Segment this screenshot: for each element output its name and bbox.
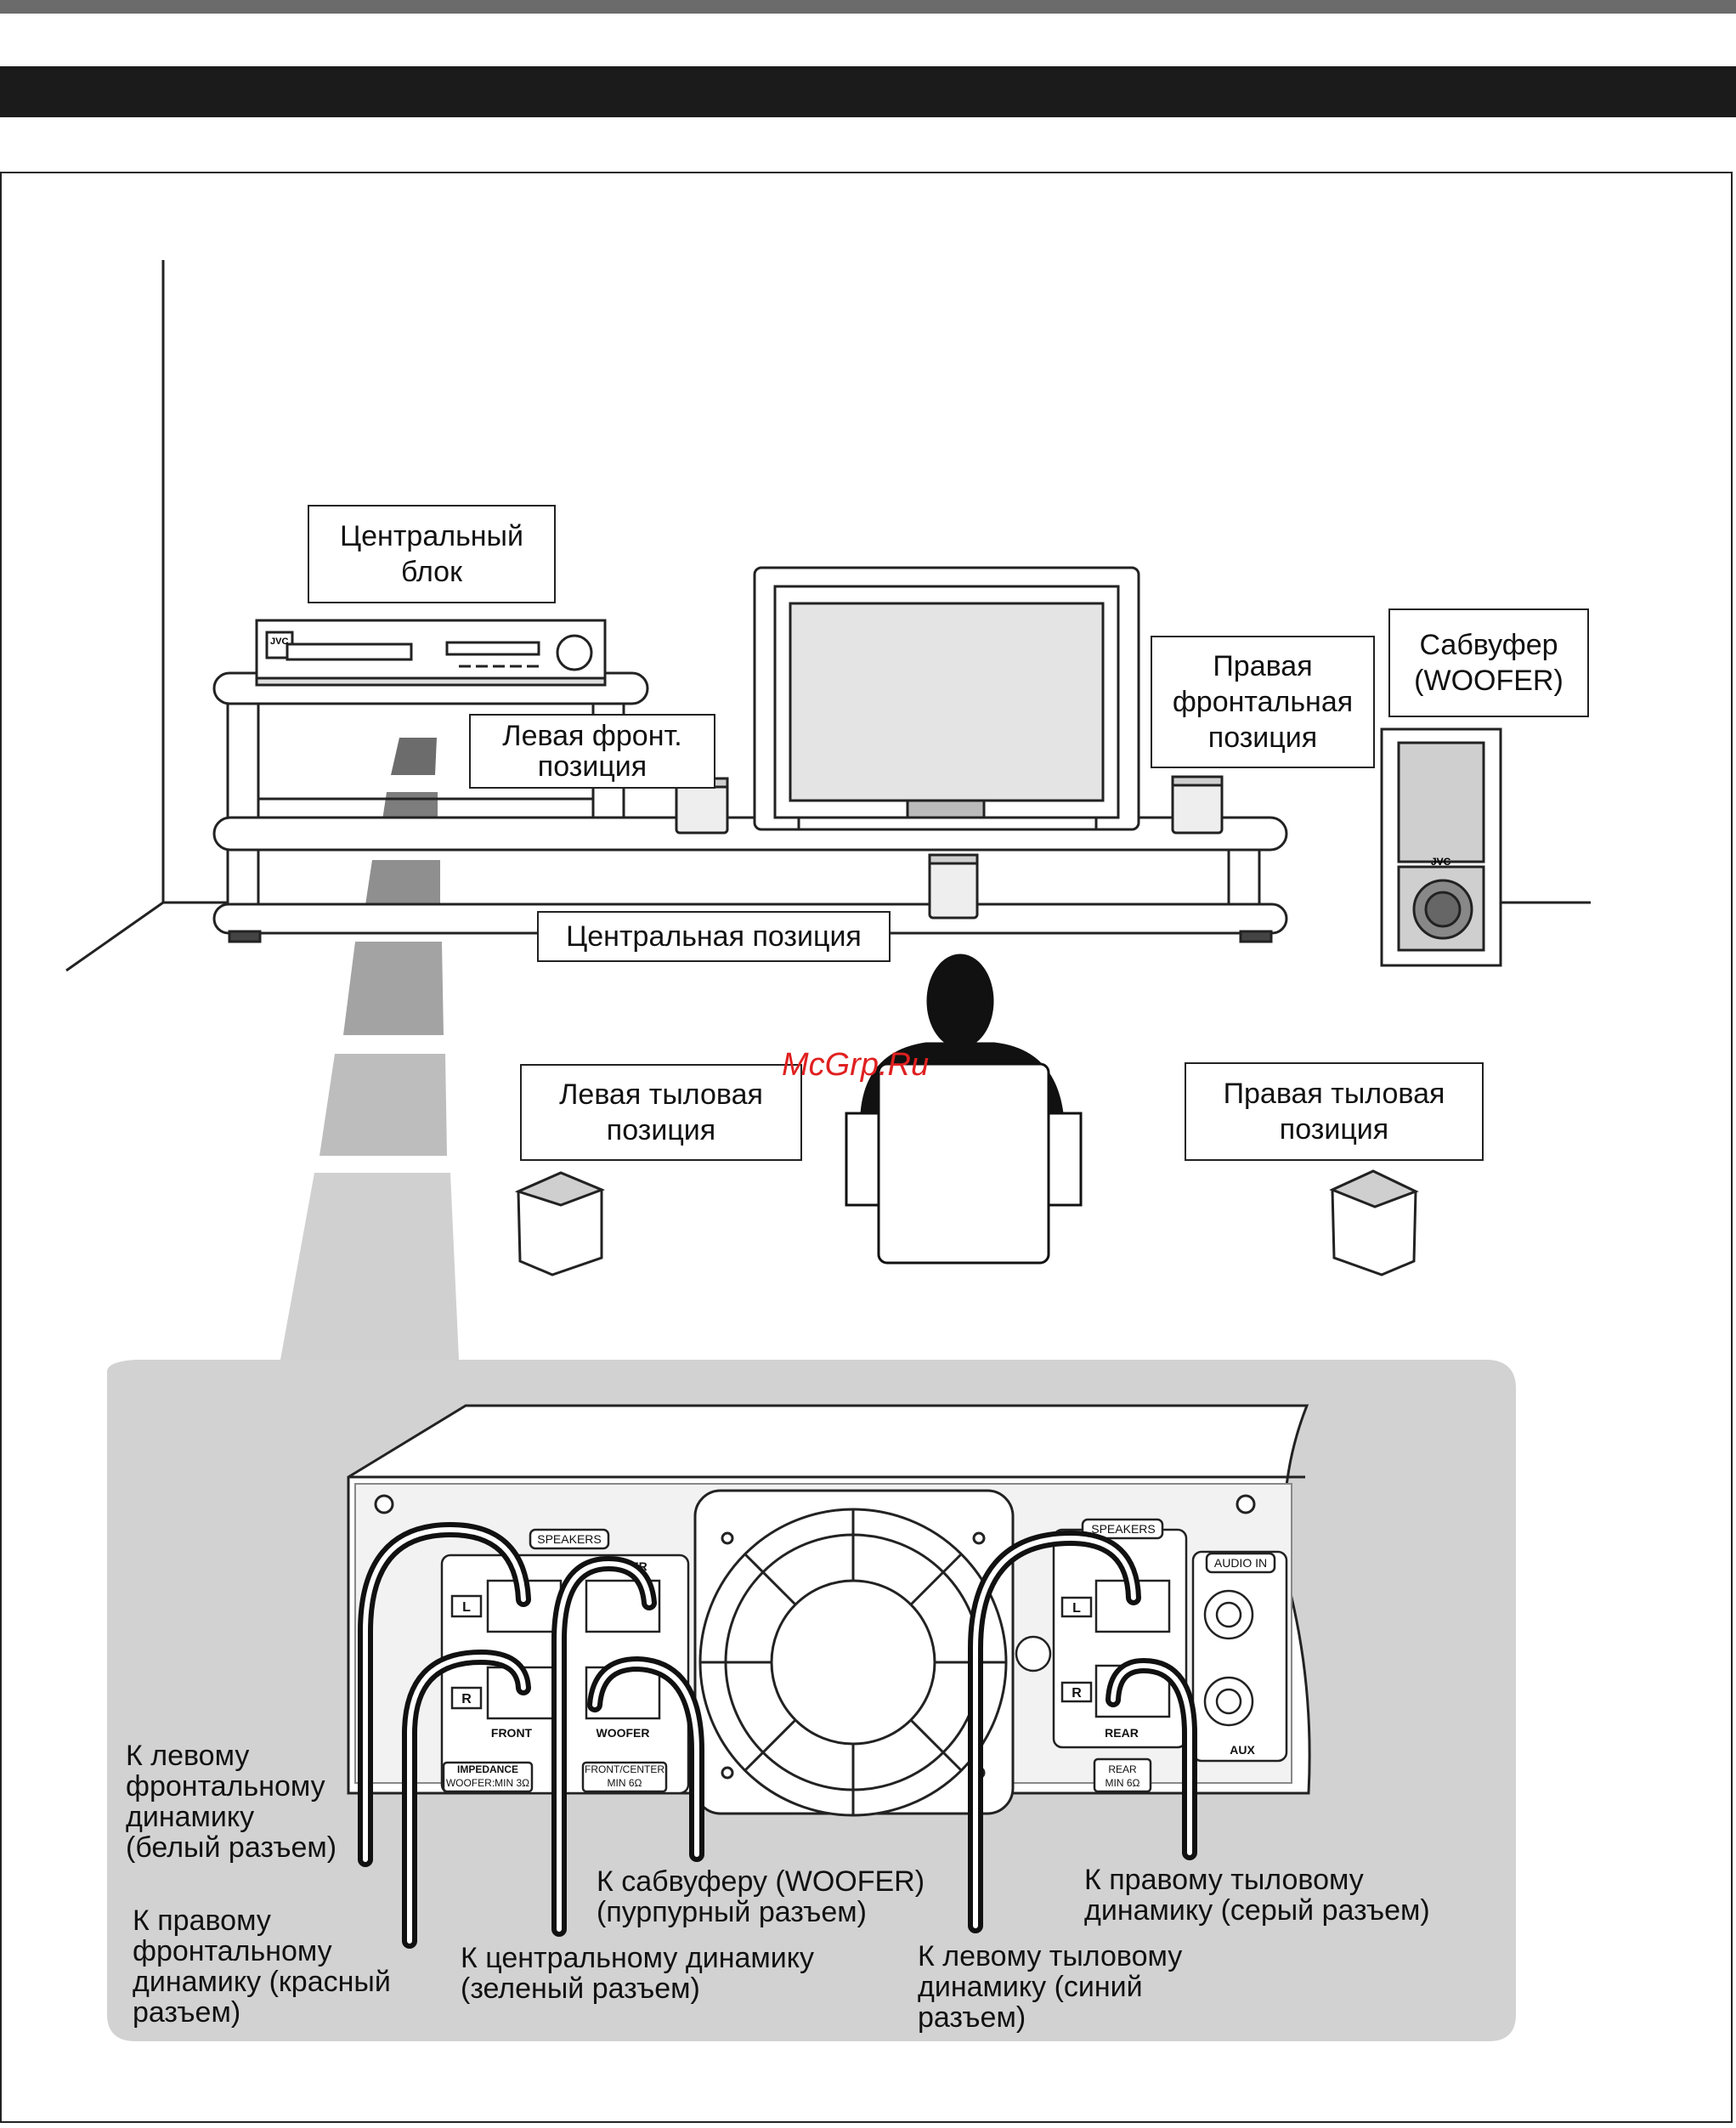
black-title-bar (0, 66, 1736, 117)
front-center-label: FRONT/CENTER (585, 1763, 664, 1775)
aux-label: AUX (1230, 1743, 1255, 1757)
listener (845, 954, 1083, 1265)
label-rear-right: Правая тыловая позиция (1185, 1062, 1484, 1161)
speaker-cables (358, 1521, 1197, 1949)
speakers-label-right: SPEAKERS (1091, 1522, 1155, 1536)
speakers-label-left: SPEAKERS (537, 1532, 601, 1546)
subwoofer (1380, 727, 1502, 967)
label-front-right: Правая фронтальная позиция (1151, 636, 1375, 768)
caption-front-left-cable: К левому фронтальному динамику (белый ра… (126, 1740, 337, 1864)
caption-center-cable: К центральному динамику (зеленый разъем) (461, 1942, 815, 2005)
rear-left-speaker (514, 1171, 606, 1276)
rear-right-speaker (1329, 1169, 1419, 1276)
subwoofer-brand: JVC (1431, 856, 1451, 868)
rear-terminal-label: REAR (1105, 1726, 1139, 1740)
label-center-unit: Центральный блок (308, 505, 556, 603)
label-rear-left: Левая тыловая позиция (520, 1064, 802, 1161)
label-subwoofer: Сабвуфер (WOOFER) (1388, 608, 1589, 717)
caption-front-right-cable: К правому фронтальному динамику (красный… (133, 1904, 391, 2029)
left-channel-mark-rear: L (1072, 1601, 1081, 1616)
front-right-speaker (1171, 775, 1224, 835)
top-gray-rule (0, 0, 1736, 14)
center-speaker (928, 853, 979, 920)
center-unit (255, 619, 607, 687)
label-front-left: Левая фронт. позиция (469, 714, 715, 789)
woofer-terminal-label: WOOFER (597, 1726, 650, 1740)
rear-impedance-label: REAR (1108, 1763, 1137, 1775)
cooling-fan (693, 1489, 1015, 1817)
impedance-label: IMPEDANCE (457, 1763, 518, 1775)
center-unit-brand: JVC (270, 637, 288, 647)
audio-in-label: AUDIO IN (1214, 1556, 1267, 1570)
watermark: McGrp.Ru (782, 1047, 930, 1083)
right-channel-mark-front: R (461, 1692, 472, 1706)
television (753, 566, 1140, 831)
right-channel-mark-rear: R (1072, 1686, 1082, 1701)
caption-woofer-cable: К сабвуферу (WOOFER) (пурпурный разъем) (597, 1865, 925, 1928)
diagram-frame (0, 172, 1733, 2123)
front-center-min-label: MIN 6Ω (608, 1777, 642, 1789)
woofer-min-label: WOOFER:MIN 3Ω (446, 1777, 529, 1789)
caption-rear-right-cable: К правому тыловому динамику (серый разъе… (1084, 1864, 1430, 1927)
caption-rear-left-cable: К левому тыловому динамику (синий разъем… (918, 1940, 1183, 2034)
front-terminal-label: FRONT (491, 1726, 533, 1740)
projection-beam (280, 685, 459, 1360)
label-center-position: Центральная позиция (537, 911, 891, 962)
left-channel-mark-front: L (462, 1600, 471, 1615)
rear-min-label: MIN 6Ω (1105, 1777, 1140, 1789)
